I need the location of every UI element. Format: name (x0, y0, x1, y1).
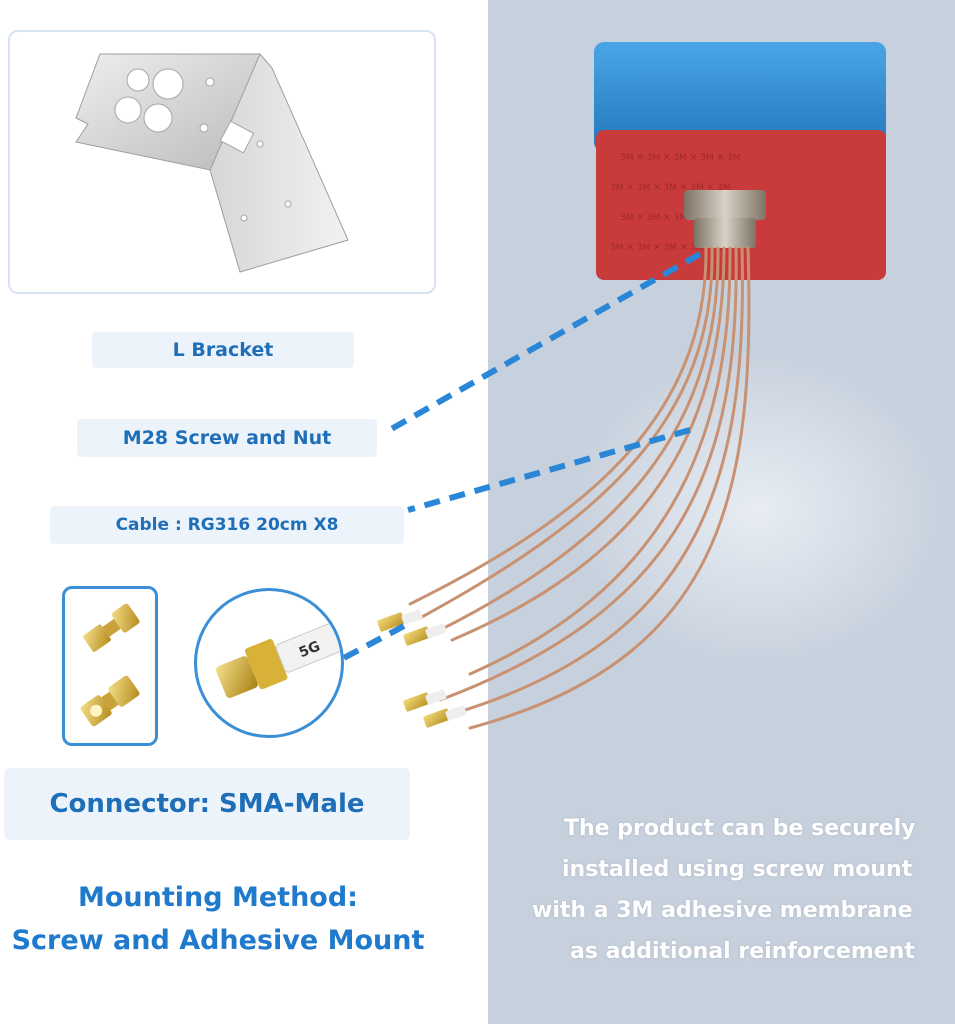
background-glow (568, 350, 948, 670)
mounting-method-title: Mounting Method: (78, 882, 358, 913)
installation-description: The product can be securely installed us… (520, 808, 920, 972)
connector-label: Connector: SMA-Male (4, 768, 410, 840)
cable-5g-tag: 5G (297, 638, 323, 661)
mounting-method: Mounting Method: Screw and Adhesive Moun… (0, 876, 436, 962)
l-bracket-image (75, 53, 349, 273)
mounting-method-value: Screw and Adhesive Mount (11, 925, 425, 956)
sma-adapters-image (80, 603, 140, 727)
description-line-2: installed using screw mount (562, 857, 913, 882)
m28-nut (684, 190, 766, 220)
leader-lines (338, 251, 702, 663)
adapters-image-frame (62, 586, 158, 746)
svg-text:3M ✕ 3M ✕ 3M ✕ 3M ✕ 3M: 3M ✕ 3M ✕ 3M ✕ 3M ✕ 3M (610, 183, 731, 193)
antenna-housing (594, 42, 886, 152)
l-bracket-image-frame (8, 30, 436, 294)
svg-text:3M ✕ 3M ✕ 3M ✕ 3M ✕ 3M: 3M ✕ 3M ✕ 3M ✕ 3M ✕ 3M (620, 153, 741, 163)
m28-screw-nut-label: M28 Screw and Nut (77, 419, 377, 457)
svg-text:3M ✕ 3M ✕ 3M ✕ 3M ✕ 3M: 3M ✕ 3M ✕ 3M ✕ 3M ✕ 3M (620, 213, 741, 223)
sma-male-closeup: 5G (215, 622, 341, 698)
cable-label: Cable : RG316 20cm X8 (50, 506, 404, 544)
sma-male-closeup-frame: 5G (194, 588, 344, 738)
adhesive-pattern: 3M ✕ 3M ✕ 3M ✕ 3M ✕ 3M 3M ✕ 3M ✕ 3M ✕ 3M… (610, 153, 741, 253)
svg-text:3M ✕ 3M ✕ 3M ✕ 3M ✕ 3M: 3M ✕ 3M ✕ 3M ✕ 3M ✕ 3M (610, 243, 731, 253)
description-line-1: The product can be securely (564, 816, 916, 841)
rg316-cables (408, 246, 751, 730)
l-bracket-label: L Bracket (92, 332, 354, 368)
m28-screw (694, 218, 756, 248)
description-line-3: with a 3M adhesive membrane (532, 898, 913, 923)
description-line-4: as additional reinforcement (570, 939, 915, 964)
sma-connector-ends (377, 609, 467, 728)
